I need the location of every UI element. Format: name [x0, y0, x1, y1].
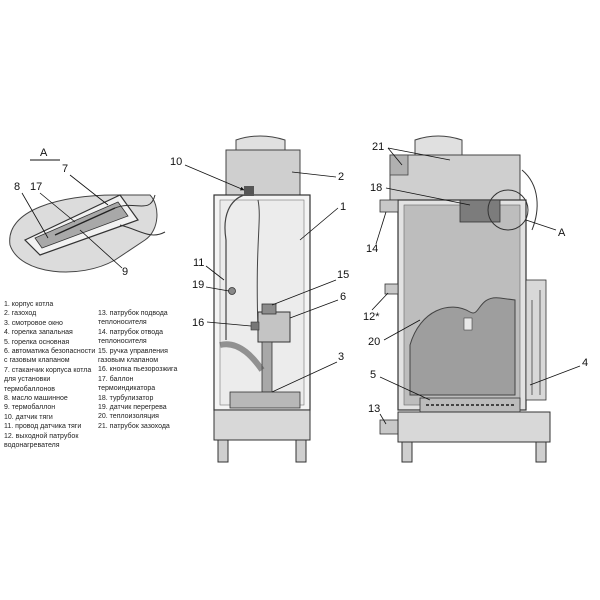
draft-sensor	[244, 186, 254, 196]
view-a-label-8: 8	[14, 181, 20, 193]
legend-item: 5. горелка основная	[4, 338, 70, 346]
draft-sensor-wire	[224, 194, 245, 340]
front-label-6: 6	[340, 291, 346, 303]
base-frame	[213, 409, 311, 441]
legend-item: 13. патрубок подвода теплоносителя	[98, 310, 168, 327]
legend-item: 12. выходной патрубок водонагревателя	[4, 432, 79, 450]
front-label-10: 10	[170, 156, 182, 168]
side-label-21: 21	[372, 141, 384, 153]
front-label-11: 11	[193, 257, 204, 269]
legend-item: 16. кнопка пьезорозжига	[98, 366, 178, 374]
front-label-2: 2	[338, 171, 344, 183]
front-label-15: 15	[337, 269, 349, 281]
view-a-marker	[487, 189, 529, 231]
capillary	[114, 194, 156, 209]
gas-valve-unit	[257, 311, 291, 343]
legend-item: 14. патрубок отвода теплоносителя	[98, 328, 164, 346]
legend-item: 7. стаканчик корпуса котла для установки…	[4, 366, 92, 393]
main-burner	[419, 397, 521, 413]
outlet-pipe-12	[384, 283, 399, 295]
side-label-13: 13	[368, 403, 380, 415]
overheat-sensor	[228, 287, 236, 295]
front-view: 10 2 1 11 19 15 6 16 3	[170, 135, 349, 463]
view-a-title: А	[40, 147, 48, 159]
side-label-a: А	[558, 227, 566, 239]
view-a-label-9: 9	[122, 266, 128, 278]
legend-item: 3. смотровое окно	[4, 319, 63, 327]
flue-hood	[225, 149, 301, 196]
side-label-4: 4	[582, 357, 588, 369]
piezo-button	[250, 321, 260, 331]
side-label-12: 12*	[363, 311, 380, 323]
view-a-label-7: 7	[62, 163, 68, 175]
side-label-5: 5	[370, 369, 376, 381]
legend-item: 19. датчик перегрева	[98, 404, 167, 412]
oil-fill	[34, 201, 129, 249]
thermobulb	[54, 207, 116, 236]
legend-item: 11. провод датчика тяги	[4, 423, 82, 431]
legend-item: 20. теплоизоляция	[98, 413, 159, 421]
side-flue-pipe	[414, 135, 463, 156]
valve-knob	[261, 303, 277, 315]
flue-pipe	[235, 135, 286, 151]
legend-item: 2. газоход	[4, 310, 37, 318]
front-label-3: 3	[338, 351, 344, 363]
side-flue-hood	[389, 154, 521, 201]
front-label-16: 16	[192, 317, 204, 329]
turbulator	[459, 199, 501, 223]
legend-item: 6. автоматика безопасности с газовым кла…	[4, 348, 96, 365]
legend-item: 1. корпус котла	[4, 301, 54, 308]
legend-item: 9. термобаллон	[4, 404, 56, 412]
legend-item: 15. ручка управления газовым клапаном	[98, 347, 168, 365]
side-controls	[525, 279, 547, 401]
view-a-detail: А 7 8 17 9	[9, 147, 166, 278]
outlet-pipe-14	[379, 199, 399, 213]
side-label-14: 14	[366, 243, 378, 255]
side-label-20: 20	[368, 336, 380, 348]
side-label-18: 18	[370, 182, 382, 194]
legend-item: 4. горелка запальная	[4, 329, 73, 337]
side-base	[397, 411, 551, 443]
legend-item: 17. баллон термоиндикатора	[98, 375, 156, 393]
front-label-19: 19	[192, 279, 204, 291]
legend-item: 10. датчик тяги	[4, 413, 53, 421]
side-view: 21 18 14 А 12* 20 5 4 13	[363, 135, 588, 463]
view-a-label-17: 17	[30, 181, 42, 193]
legend-item: 21. патрубок зазохода	[98, 422, 170, 430]
legend-item: 8. масло машинное	[4, 395, 68, 403]
burner-area	[229, 391, 301, 409]
front-label-1: 1	[340, 201, 346, 213]
legend-item: 18. турбулизатор	[98, 394, 154, 402]
inlet-pipe-13	[379, 419, 399, 435]
heat-exchanger	[409, 297, 516, 396]
